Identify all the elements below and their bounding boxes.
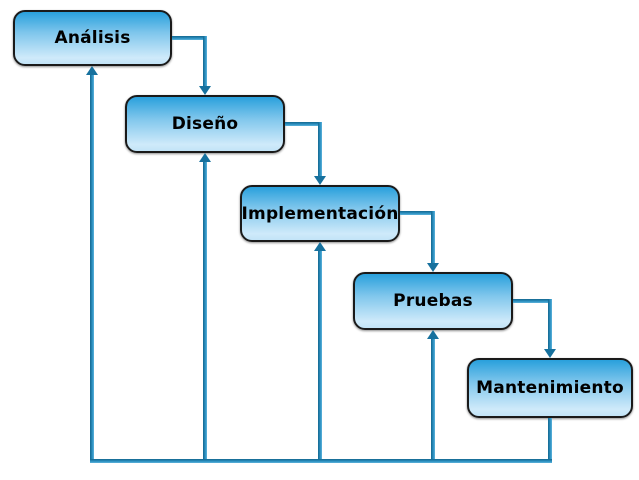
feedback-riser-implementacion [318,251,322,459]
feedback-riser-diseno [203,162,207,459]
arrow-down-icon [544,349,556,358]
connector-diseno-implementacion-horizontal [285,122,322,126]
feedback-drop-mantenimiento [548,418,552,463]
connector-diseno-implementacion-vertical [318,122,322,176]
connector-pruebas-mantenimiento-horizontal [513,299,552,303]
connector-pruebas-mantenimiento-vertical [548,299,552,349]
connector-analisis-diseno-horizontal [172,36,207,40]
stage-box-diseno: Diseño [125,95,285,153]
arrow-down-icon [314,176,326,185]
arrow-up-icon [199,153,211,162]
stage-box-pruebas: Pruebas [353,272,513,330]
stage-label-mantenimiento: Mantenimiento [476,378,624,398]
arrow-up-icon [314,242,326,251]
feedback-riser-pruebas [431,339,435,459]
stage-box-analisis: Análisis [13,10,172,66]
stage-label-pruebas: Pruebas [393,291,473,311]
connector-implementacion-pruebas-horizontal [400,211,435,215]
feedback-riser-analisis [90,75,94,459]
stage-label-diseno: Diseño [171,114,239,134]
arrow-up-icon [427,330,439,339]
arrow-up-icon [86,66,98,75]
stage-label-implementacion: Implementación [241,203,399,224]
arrow-down-icon [199,86,211,95]
stage-box-mantenimiento: Mantenimiento [467,358,633,418]
arrow-down-icon [427,263,439,272]
stage-box-implementacion: Implementación [240,185,400,242]
feedback-bottom-line [90,459,552,463]
connector-analisis-diseno-vertical [203,36,207,86]
stage-label-analisis: Análisis [54,28,131,48]
connector-implementacion-pruebas-vertical [431,211,435,263]
